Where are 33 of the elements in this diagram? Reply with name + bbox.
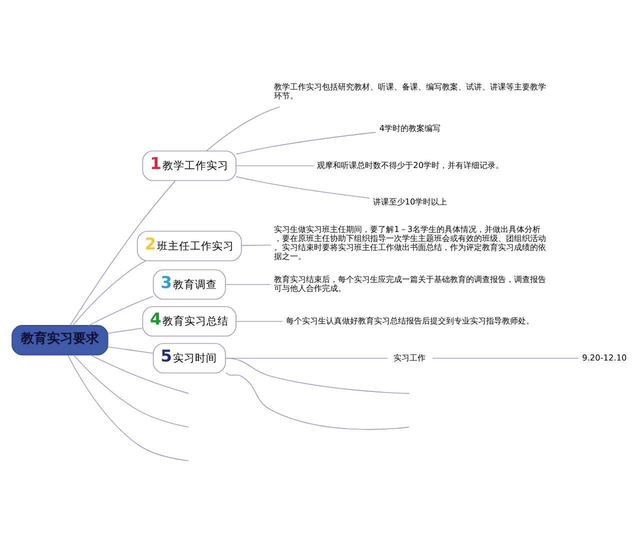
connector: [72, 260, 146, 326]
connector: [206, 106, 280, 151]
connector: [90, 354, 189, 394]
connector: [432, 357, 580, 358]
connector: [226, 372, 410, 430]
node-box: 5 实习时间: [152, 342, 226, 373]
node-text: 观摩和听课总时数不得少于20学时，并有详细记录。: [317, 159, 504, 170]
connector: [108, 346, 154, 354]
connector: [236, 176, 370, 198]
connector: [225, 357, 388, 358]
node-text: 实习生做实习班主任期间，要了解1－3名学生的具体情况，并做出具体分析，要在原班主任协助下组织指导一次学生主题班会或有效的班级、团组织活动。实习结束时要将实习班主任工作做出书面总结，作为评定教育实习成绩的依据之一。: [274, 224, 546, 261]
connector: [236, 164, 314, 166]
node-box: 3教育调查: [152, 268, 226, 300]
node-text: 4学时的教案编写: [379, 122, 441, 132]
node-box: 教育实习要求: [12, 324, 108, 355]
node-text: 9.20-12.10: [582, 352, 627, 362]
node-text: 教育实习结束后，每个实习生应完成一篇关于基础教育的调查报告，调查报告可与他人合作完成。: [274, 274, 546, 293]
connector: [70, 180, 176, 326]
connector: [108, 327, 143, 334]
node-text: 每个实习生认真做好教育实习总结报告后提交到专业实习指导教师处。: [286, 314, 534, 325]
node-text: 实习工作: [394, 352, 426, 362]
node-box: 1教学工作实习: [142, 150, 236, 180]
connector: [73, 354, 189, 427]
connector: [88, 295, 154, 326]
connector: [236, 320, 284, 322]
node-box: 4教育实习总结: [142, 306, 236, 336]
node-box: 2班主任工作实习: [136, 230, 242, 261]
connector: [68, 354, 189, 461]
connector: [236, 131, 376, 154]
connector: [241, 244, 272, 246]
node-text: 教学工作实习包括研究教材、听课、备课、编写教案、试讲、讲课等主要教学环节。: [274, 81, 546, 100]
connector: [226, 357, 410, 394]
node-text: 讲课至少10学时以上: [372, 196, 448, 206]
